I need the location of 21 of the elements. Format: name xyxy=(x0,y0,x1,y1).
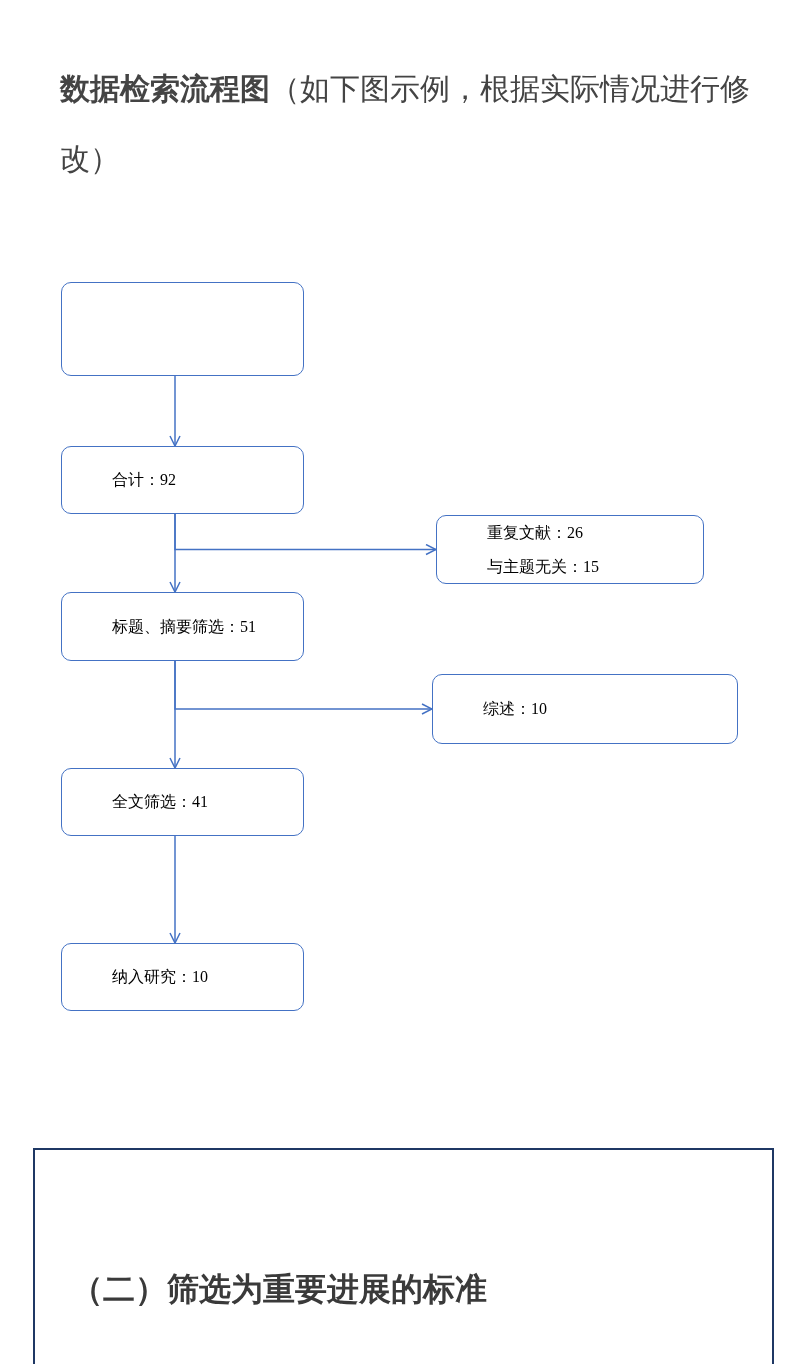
process-box xyxy=(61,943,304,1011)
arrow xyxy=(174,660,433,715)
arrow xyxy=(169,375,181,447)
node-label: 全文筛选：41 xyxy=(112,792,209,812)
section-heading: （二）筛选为重要进展的标准 xyxy=(71,1269,487,1310)
node-label: 重复文献：26 xyxy=(487,522,584,543)
section-panel xyxy=(33,1148,774,1364)
process-box xyxy=(61,446,304,514)
arrow xyxy=(169,835,181,944)
empty-box xyxy=(61,282,304,376)
exclusion-box xyxy=(432,674,738,744)
node-label: 纳入研究：10 xyxy=(112,967,209,987)
process-box xyxy=(61,768,304,836)
node-label: 合计：92 xyxy=(112,470,177,490)
node-label: 与主题无关：15 xyxy=(487,556,600,577)
title: 数据检索流程图（如下图示例，根据实际情况进行修改） xyxy=(60,70,750,178)
exclusion-box xyxy=(436,515,704,584)
node-label: 标题、摘要筛选：51 xyxy=(112,616,257,637)
node-label: 综述：10 xyxy=(483,699,548,719)
arrow xyxy=(174,513,437,556)
process-box xyxy=(61,592,304,661)
